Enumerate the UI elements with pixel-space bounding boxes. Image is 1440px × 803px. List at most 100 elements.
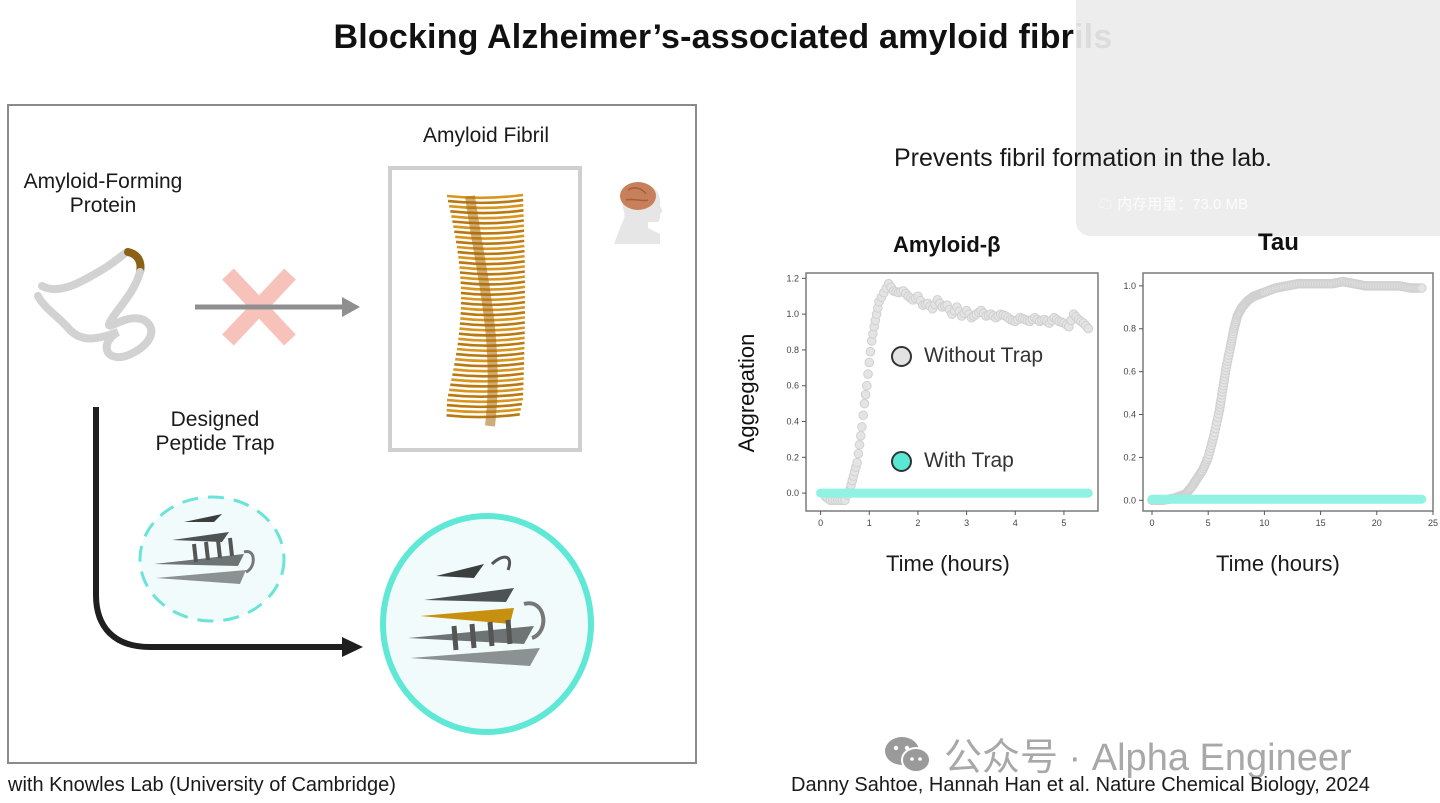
y-axis-label: Aggregation bbox=[734, 333, 759, 453]
watermark-text: 公众号 · Alpha Engineer bbox=[944, 737, 1352, 779]
fibril-frame bbox=[388, 166, 582, 452]
memory-usage-overlay bbox=[1076, 0, 1440, 236]
slide-title: Blocking Alzheimer’s-associated amyloid … bbox=[333, 18, 1113, 56]
blocked-arrow bbox=[195, 268, 360, 346]
fibril-strand bbox=[450, 209, 524, 215]
protein-structure-icon bbox=[408, 555, 546, 666]
data-point-without-trap bbox=[865, 346, 876, 357]
protein-label-line2: Protein bbox=[69, 194, 137, 217]
data-point-without-trap bbox=[864, 357, 875, 368]
data-point-without-trap bbox=[854, 439, 865, 450]
fibril-strand bbox=[460, 280, 526, 286]
trap-binding-arrow bbox=[93, 407, 363, 657]
fibril-strand bbox=[446, 193, 524, 200]
protein-label-line1: Amyloid-Forming bbox=[23, 170, 183, 193]
x-tick-label: 20 bbox=[1372, 518, 1382, 528]
data-point-without-trap bbox=[1083, 323, 1094, 334]
fibril-strand bbox=[460, 275, 526, 281]
data-point-without-trap bbox=[863, 369, 873, 379]
fibril-strand bbox=[457, 249, 525, 256]
x-tick-label: 3 bbox=[964, 518, 969, 528]
fibril-strand bbox=[451, 377, 524, 383]
fibril-strand bbox=[449, 387, 524, 393]
fibril-strand bbox=[451, 214, 524, 220]
legend-marker-with-trap bbox=[891, 450, 912, 472]
fibril-strand bbox=[455, 234, 525, 240]
x-tick-label: 1 bbox=[867, 518, 872, 528]
footer-collaboration: with Knowles Lab (University of Cambridg… bbox=[8, 774, 396, 796]
fibril-strand bbox=[460, 305, 526, 312]
cloud-icon: ☁ bbox=[1098, 196, 1114, 213]
fibril-strand bbox=[460, 285, 526, 291]
subtitle: Prevents fibril formation in the lab. bbox=[894, 144, 1272, 172]
x-tick-label: 0 bbox=[818, 518, 823, 528]
brain-head-icon bbox=[614, 182, 663, 244]
fibril-core bbox=[465, 195, 498, 427]
peptide-trap-image bbox=[138, 495, 286, 623]
legend-item-without-trap: Without Trap bbox=[891, 344, 1043, 368]
fibril-strand bbox=[446, 407, 521, 414]
x-tick-label: 15 bbox=[1316, 518, 1326, 528]
y-tick-label: 0.4 bbox=[786, 417, 799, 427]
plot-frame bbox=[1142, 272, 1434, 512]
data-point-without-trap bbox=[858, 410, 868, 421]
data-point-without-trap bbox=[860, 389, 871, 400]
fibril-strand bbox=[446, 402, 523, 409]
x-tick-label: 0 bbox=[1149, 518, 1154, 528]
x-tick-label: 4 bbox=[1013, 518, 1018, 528]
fibril-strand bbox=[459, 270, 526, 276]
fibril-strand bbox=[455, 239, 525, 245]
legend-label-with-trap: With Trap bbox=[924, 449, 1014, 472]
trap-label-line2: Peptide Trap bbox=[155, 432, 275, 455]
y-tick-label: 0.6 bbox=[786, 381, 799, 391]
fibril-strand bbox=[447, 392, 524, 398]
y-tick-label: 0.2 bbox=[1123, 452, 1136, 462]
x-axis-label-tau: Time (hours) bbox=[1216, 551, 1340, 576]
amyloid-protein-icon bbox=[34, 248, 156, 362]
bound-peptide-strand bbox=[420, 608, 514, 624]
legend-label-without-trap: Without Trap bbox=[924, 344, 1044, 367]
fibril-strand bbox=[459, 265, 525, 271]
fibril-label: Amyloid Fibril bbox=[422, 124, 550, 147]
trap-label: Designed Peptide Trap bbox=[130, 408, 300, 456]
fibril-strand bbox=[446, 397, 524, 404]
y-tick-label: 0.4 bbox=[1123, 410, 1136, 420]
legend-marker-without-trap bbox=[891, 345, 912, 367]
footer-citation: Danny Sahtoe, Hannah Han et al. Nature C… bbox=[791, 774, 1370, 796]
fibril-strand bbox=[458, 260, 525, 266]
trap-label-line1: Designed bbox=[170, 408, 260, 431]
fibril-strand bbox=[460, 290, 526, 296]
y-tick-label: 0.8 bbox=[786, 345, 799, 355]
y-tick-label: 1.2 bbox=[786, 273, 799, 283]
data-point-without-trap bbox=[855, 431, 866, 441]
protein-structure-icon bbox=[154, 514, 255, 584]
x-tick-label: 2 bbox=[915, 518, 920, 528]
fibril-strand bbox=[456, 244, 525, 251]
legend-item-with-trap: With Trap bbox=[891, 449, 1014, 473]
y-tick-label: 1.0 bbox=[786, 309, 799, 319]
data-point-without-trap bbox=[853, 448, 864, 459]
fibril-strand bbox=[460, 300, 526, 307]
memory-usage-label: 内存用量：73.0 MB bbox=[1117, 196, 1249, 213]
y-tick-label: 0.8 bbox=[1123, 324, 1136, 334]
data-point-without-trap bbox=[862, 380, 872, 391]
fibril-strand bbox=[446, 413, 520, 419]
trap-bound-complex-image bbox=[380, 513, 594, 735]
fibril-strand bbox=[458, 254, 525, 261]
y-tick-label: 0.0 bbox=[1123, 495, 1136, 505]
y-tick-label: 0.0 bbox=[786, 488, 799, 498]
fibril-strand bbox=[450, 382, 524, 388]
x-axis-label-amyloid-beta: Time (hours) bbox=[886, 551, 1010, 576]
x-tick-label: 10 bbox=[1259, 518, 1269, 528]
fibril-strand bbox=[460, 295, 526, 302]
fibril-strand bbox=[453, 224, 525, 230]
chart-title-amyloid-beta: Amyloid-β bbox=[893, 232, 1001, 257]
y-tick-label: 0.6 bbox=[1123, 367, 1136, 377]
y-tick-label: 1.0 bbox=[1123, 281, 1136, 291]
x-tick-label: 5 bbox=[1206, 518, 1211, 528]
fibril-strand bbox=[454, 229, 525, 235]
protein-label: Amyloid-Forming Protein bbox=[8, 170, 198, 218]
wechat-icon bbox=[885, 736, 931, 773]
